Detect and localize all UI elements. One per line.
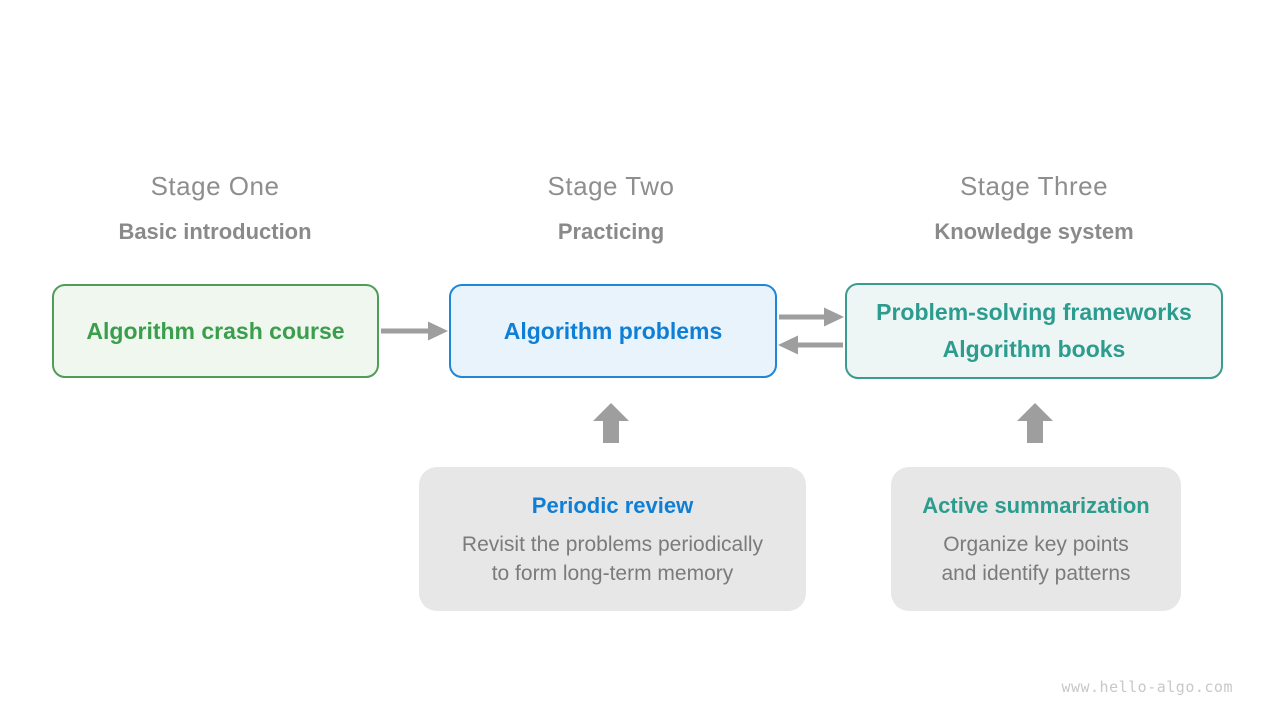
arrow-frameworks-to-problems-icon xyxy=(778,335,843,355)
stage-three-header: Stage Three Knowledge system xyxy=(864,170,1204,245)
node-knowledge-system: Problem-solving frameworks Algorithm boo… xyxy=(845,283,1223,379)
arrow-review-up-icon xyxy=(593,403,629,443)
node-algorithm-crash-course: Algorithm crash course xyxy=(52,284,379,378)
note-periodic-review-title: Periodic review xyxy=(531,493,694,518)
watermark-url: www.hello-algo.com xyxy=(1061,678,1233,696)
arrow-summarization-up-icon xyxy=(1017,403,1053,443)
node-algorithm-problems: Algorithm problems xyxy=(449,284,777,378)
stage-one-title: Stage One xyxy=(150,171,280,201)
note-active-summarization-body-line2: and identify patterns xyxy=(941,562,1131,585)
note-active-summarization: Active summarization Organize key points… xyxy=(891,467,1181,611)
note-periodic-review: Periodic review Revisit the problems per… xyxy=(419,467,806,611)
node-books-label: Algorithm books xyxy=(942,336,1126,362)
note-periodic-review-body-line1: Revisit the problems periodically xyxy=(461,533,764,556)
stage-three-subtitle: Knowledge system xyxy=(934,219,1134,244)
note-active-summarization-body: Organize key points and identify pattern… xyxy=(941,530,1130,588)
stage-one-header: Stage One Basic introduction xyxy=(45,170,385,245)
stage-three-title: Stage Three xyxy=(959,171,1109,201)
note-periodic-review-body-line2: to form long-term memory xyxy=(491,562,734,585)
stage-two-title: Stage Two xyxy=(547,171,675,201)
stage-one-subtitle: Basic introduction xyxy=(118,219,312,244)
stage-two-header: Stage Two Practicing xyxy=(441,170,781,245)
node-algorithm-problems-label: Algorithm problems xyxy=(503,317,723,344)
node-frameworks-label: Problem-solving frameworks xyxy=(876,299,1192,325)
note-periodic-review-body: Revisit the problems periodically to for… xyxy=(462,530,763,588)
arrow-crash-course-to-problems-icon xyxy=(381,321,448,341)
stage-two-subtitle: Practicing xyxy=(557,219,665,244)
note-active-summarization-body-line1: Organize key points xyxy=(943,533,1129,556)
note-active-summarization-title: Active summarization xyxy=(922,493,1150,518)
arrow-problems-to-frameworks-icon xyxy=(779,307,844,327)
node-algorithm-crash-course-label: Algorithm crash course xyxy=(86,317,345,344)
